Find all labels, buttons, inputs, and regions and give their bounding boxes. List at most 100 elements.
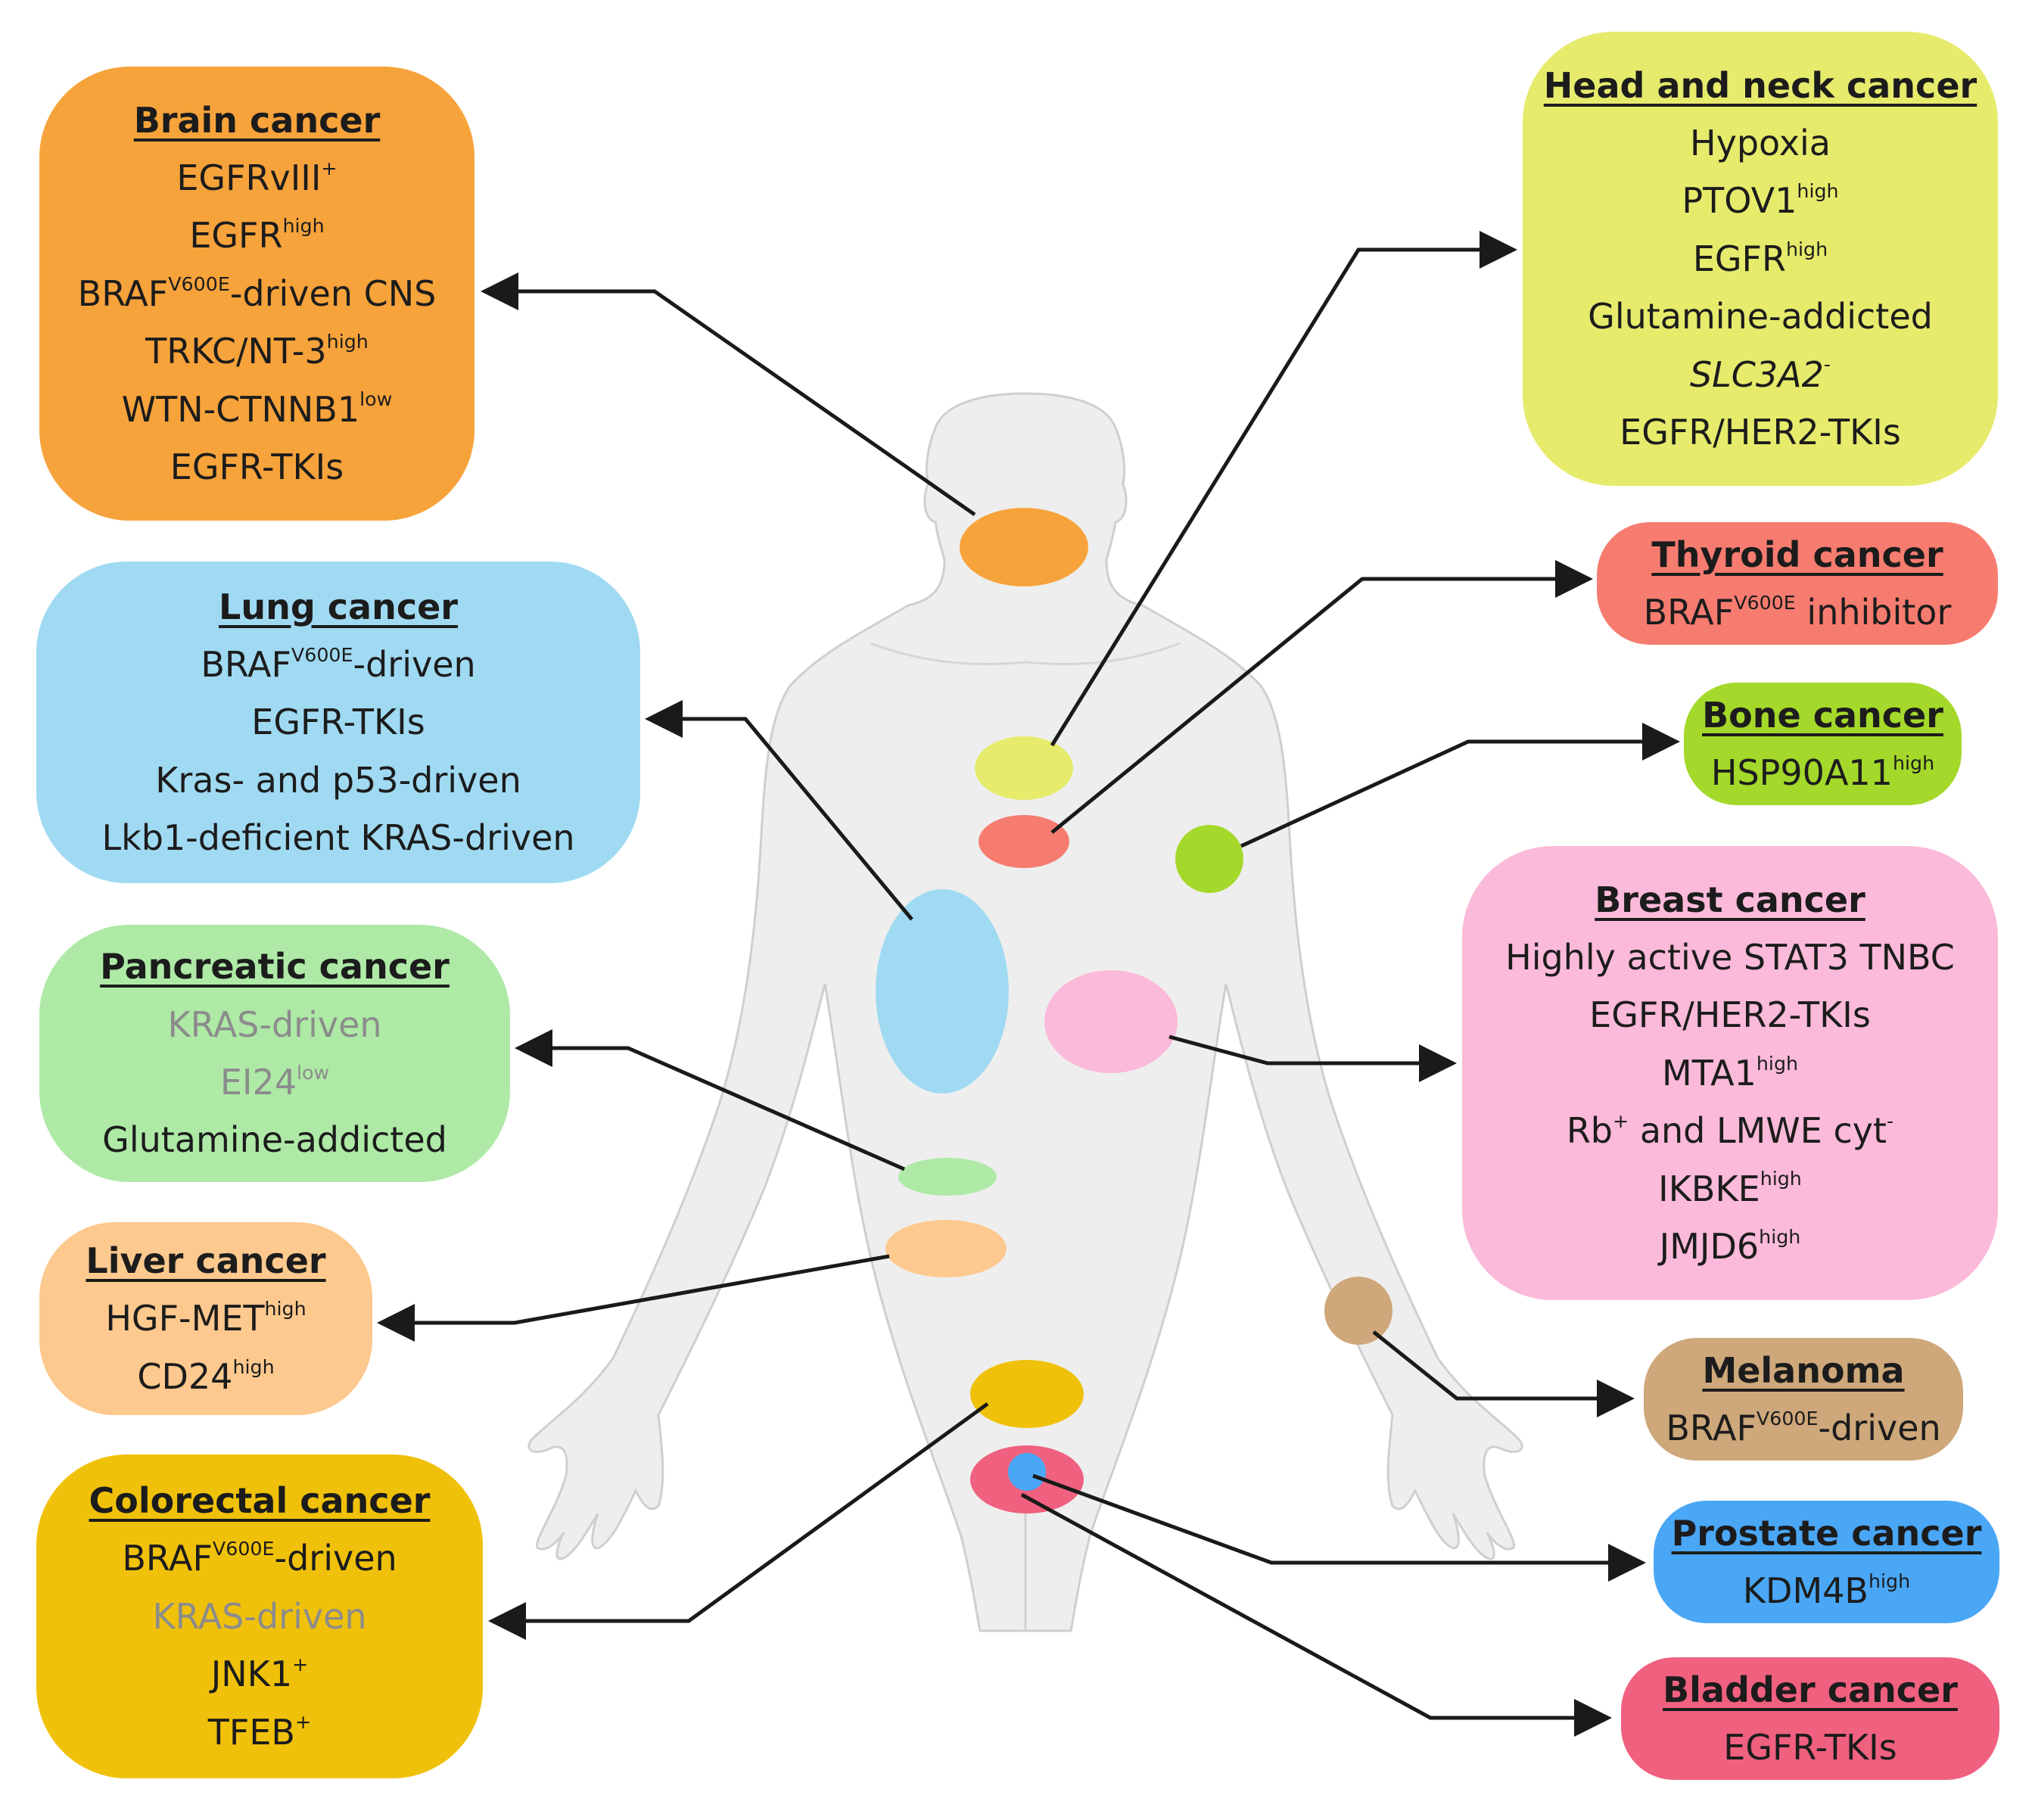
colorectal-marker-item: TFEB+ (208, 1703, 311, 1761)
bone-ellipse (1175, 825, 1243, 893)
colorectal-arrow (488, 1402, 989, 1640)
marker-name: Hypoxia (1690, 123, 1831, 164)
marker-name: KDM4B (1742, 1570, 1869, 1611)
prostate-marker-item: KDM4Bhigh (1743, 1562, 1910, 1619)
head-neck-marker-item: Hypoxia (1690, 114, 1831, 172)
bladder-arrow (1020, 1492, 1612, 1737)
marker-name: HGF-MET (105, 1298, 265, 1339)
marker-name: EGFR/HER2-TKIs (1589, 994, 1871, 1036)
thyroid-marker-item: BRAFV600E inhibitor (1644, 583, 1952, 641)
liver-marker-item: CD24high (137, 1348, 274, 1405)
marker-superscript: + (294, 1711, 312, 1734)
marker-name: EGFR-TKIs (1723, 1727, 1897, 1768)
melanoma-arrow (1372, 1330, 1635, 1417)
marker-name: EGFR (1692, 238, 1786, 279)
marker-name: Glutamine-addicted (1588, 296, 1933, 338)
lung-marker-item: Lkb1-deficient KRAS-driven (101, 809, 574, 866)
marker-superscript: high (1759, 1225, 1801, 1248)
breast-marker-item: Highly active STAT3 TNBC (1505, 929, 1955, 986)
marker-superscript: V600E (1756, 1407, 1819, 1430)
head-neck-ellipse (975, 736, 1073, 800)
marker-name: IKBKE (1658, 1168, 1760, 1209)
melanoma-ellipse (1324, 1277, 1392, 1345)
marker-name: Glutamine-addicted (102, 1119, 447, 1161)
pancreatic-marker-item: KRAS-driven (167, 996, 381, 1053)
marker-name: EGFR/HER2-TKIs (1620, 411, 1901, 453)
melanoma-marker-item: BRAFV600E-driven (1666, 1399, 1940, 1457)
marker-name: EI24 (219, 1062, 297, 1103)
pancreatic-marker-item: Glutamine-addicted (102, 1111, 447, 1168)
marker-superscript: V600E (168, 272, 230, 295)
head-neck-marker-item: PTOV1high (1682, 172, 1838, 229)
pancreatic-marker-item: EI24low (220, 1053, 329, 1111)
lung-title: Lung cancer (219, 586, 458, 627)
liver-marker-item: HGF-METhigh (105, 1290, 306, 1347)
lung-arrow (645, 700, 913, 921)
marker-name: EGFRvIII (176, 157, 322, 199)
marker-name: KRAS-driven (167, 1003, 382, 1045)
marker-name: Kras- and p53-driven (155, 759, 521, 801)
head-neck-title: Head and neck cancer (1543, 64, 1977, 106)
colorectal-ellipse (970, 1360, 1084, 1428)
marker-superscript: high (1760, 1168, 1802, 1190)
head-neck-arrow (1050, 231, 1517, 747)
marker-suffix: -driven (353, 643, 476, 685)
marker-name: CD24 (137, 1355, 233, 1397)
marker-name: BRAF (201, 643, 291, 685)
lung-marker-item: Kras- and p53-driven (155, 751, 521, 809)
colorectal-marker-item: JNK1+ (211, 1645, 309, 1703)
liver-ellipse (885, 1220, 1007, 1277)
marker-superscript: high (264, 1298, 306, 1321)
lung-ellipse (876, 889, 1009, 1094)
marker-name: BRAF (1666, 1408, 1757, 1448)
marker-superscript: - (1823, 353, 1831, 376)
marker-name: Lkb1-deficient KRAS-driven (101, 817, 575, 859)
brain-marker-item: TRKC/NT-3high (145, 322, 369, 380)
breast-marker-item: EGFR/HER2-TKIs (1589, 986, 1871, 1044)
breast-arrow (1168, 1034, 1457, 1082)
marker-name: KRAS-driven (152, 1595, 367, 1637)
marker-superscript: high (1868, 1570, 1911, 1592)
body-outline (527, 392, 1523, 1632)
lung-marker-item: BRAFV600E-driven (201, 636, 475, 693)
marker-name: JNK1 (210, 1654, 293, 1695)
marker-name: BRAF (77, 272, 169, 314)
body-collarbone-line (870, 642, 1181, 665)
marker-superscript: low (359, 388, 393, 411)
thyroid-title: Thyroid cancer (1651, 534, 1943, 575)
brain-marker-item: EGFR-TKIs (170, 438, 344, 496)
connectors (377, 231, 1680, 1737)
brain-arrow (481, 272, 976, 517)
breast-marker-item: Rb+ and LMWE cyt- (1567, 1102, 1893, 1159)
brain-ellipse (960, 508, 1088, 586)
colorectal-marker-item: BRAFV600E-driven (122, 1529, 397, 1587)
colorectal-marker-item: KRAS-driven (152, 1588, 366, 1645)
brain-marker-item: BRAFV600E-driven CNS (78, 265, 437, 322)
marker-superscript: V600E (212, 1538, 275, 1560)
marker-name: WTN-CTNNB1 (121, 388, 360, 430)
marker-name: MTA1 (1661, 1052, 1757, 1094)
bone-arrow (1240, 723, 1680, 848)
brain-marker-item: WTN-CTNNB1low (122, 381, 393, 438)
breast-marker-item: IKBKEhigh (1658, 1160, 1802, 1218)
body-silhouette (527, 392, 1523, 1632)
pancreatic-ellipse (898, 1158, 997, 1196)
marker-name: SLC3A2 (1689, 353, 1824, 395)
marker-superscript: - (1887, 1110, 1894, 1133)
brain-title: Brain cancer (133, 99, 381, 141)
marker-suffix: -driven (274, 1538, 397, 1579)
marker-name: EGFR (189, 215, 283, 257)
prostate-title: Prostate cancer (1671, 1512, 1982, 1554)
marker-name: TFEB (207, 1711, 295, 1753)
marker-name: JMJD6 (1659, 1225, 1760, 1267)
thyroid-arrow (1050, 560, 1593, 834)
